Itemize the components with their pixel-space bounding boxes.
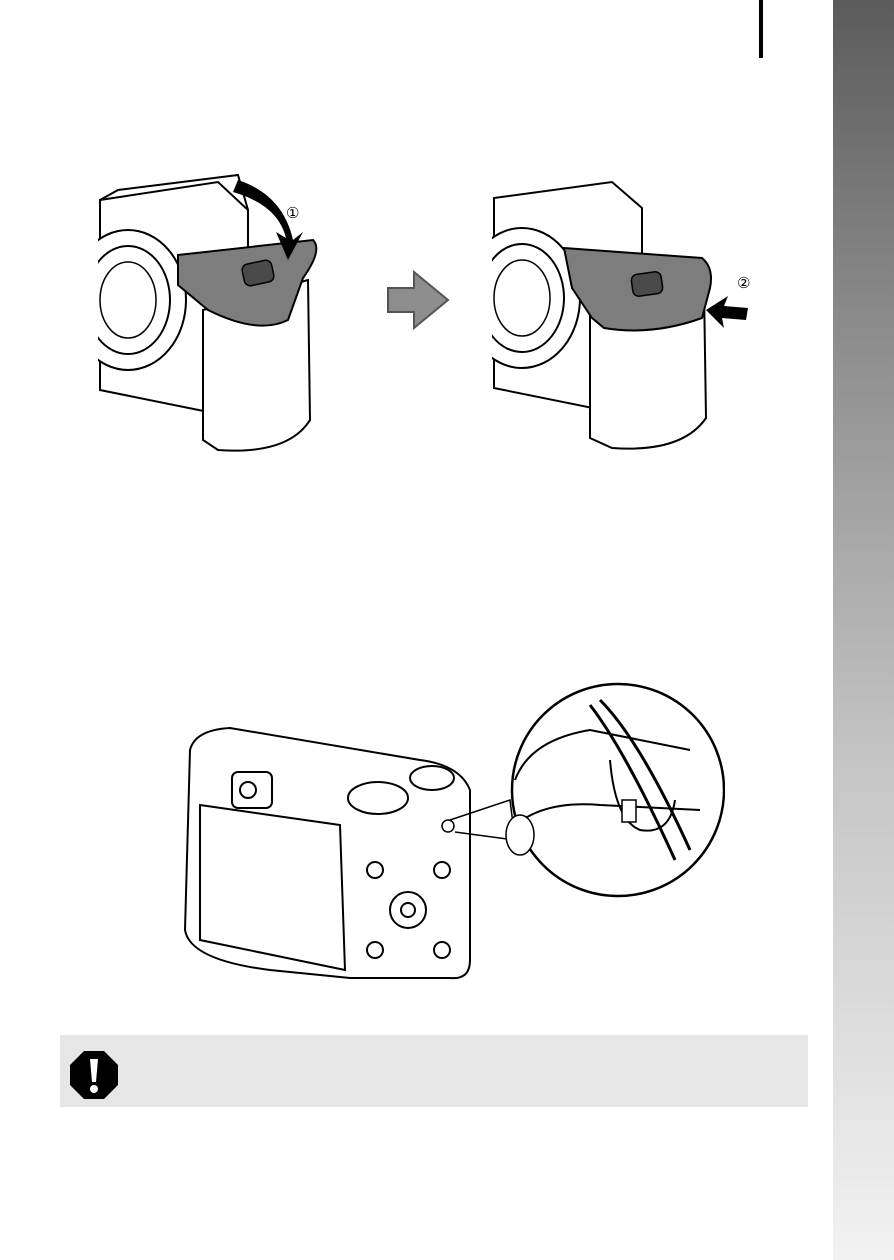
svg-text:②: ② (737, 274, 750, 292)
caution-note (60, 1035, 808, 1107)
right-arrow-icon (384, 268, 450, 332)
svg-text:①: ① (286, 204, 299, 222)
page-marker-bar (759, 0, 763, 58)
caution-icon (68, 1049, 120, 1101)
strap-attachment-figure (170, 680, 725, 980)
battery-cover-lock-figure: ② (492, 178, 777, 458)
magnifier-circle (506, 684, 724, 896)
battery-cover-close-figure: ① (98, 170, 323, 460)
push-arrow-icon (706, 296, 748, 328)
chapter-side-tab (833, 0, 894, 1260)
